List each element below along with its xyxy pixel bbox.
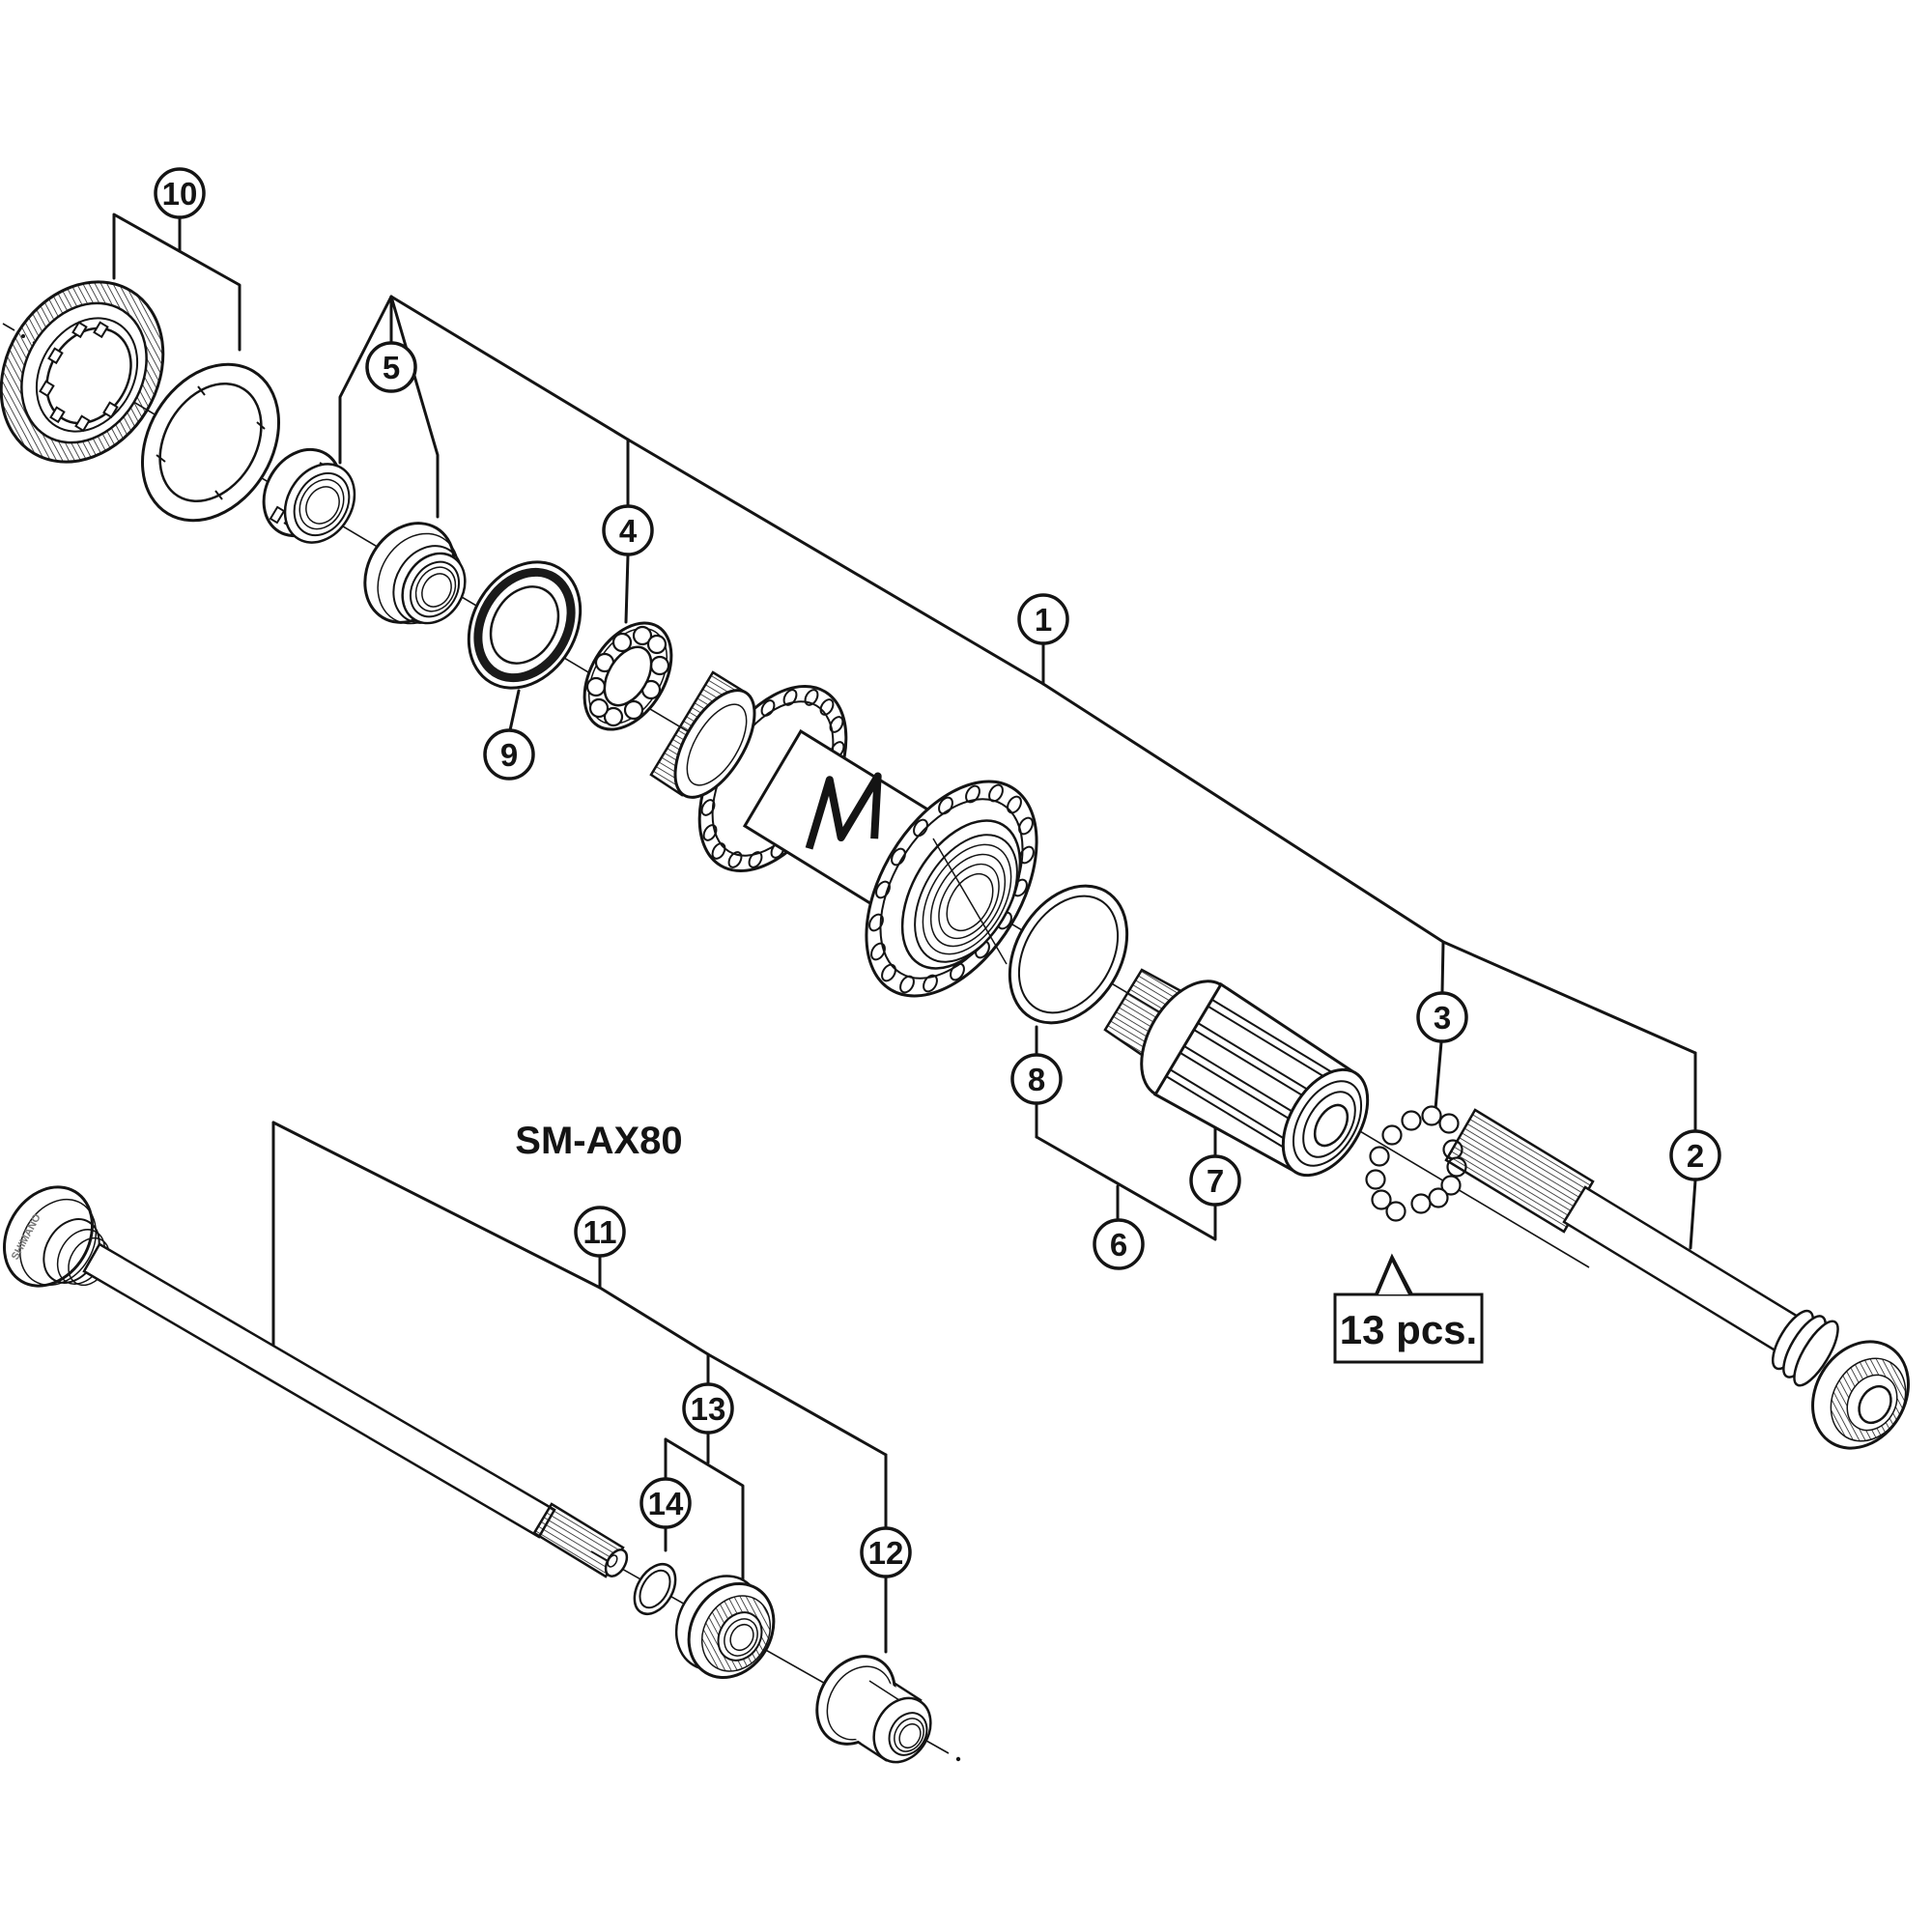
callout-leader-lines [112,213,1697,1654]
pieces-callout-box: 13 pcs. [1333,1253,1484,1364]
svg-text:3: 3 [1434,1000,1451,1036]
pieces-box [1333,1293,1484,1364]
svg-text:13: 13 [691,1391,726,1427]
seal-ring [467,560,582,690]
o-ring [1008,884,1129,1025]
spline-washer [140,362,281,523]
bracket-5 [338,295,440,519]
rear-axle-threads [1444,1108,1595,1234]
lockring-splines [39,321,119,433]
callout-13: 13 [682,1382,734,1435]
svg-text:10: 10 [162,176,198,212]
rear-axle [1444,1108,1910,1450]
leader-3-bottom [1434,1040,1443,1111]
leader-4-bottom [624,554,630,624]
serrated-nut [674,1575,776,1680]
callout-14: 14 [639,1477,692,1529]
callout-10: 10 [154,167,206,219]
callout-3: 3 [1416,991,1468,1043]
callout-7: 7 [1189,1154,1241,1207]
leader-2-bottom [1689,1179,1697,1250]
svg-text:7: 7 [1207,1163,1224,1199]
callout-6: 6 [1093,1218,1145,1270]
svg-text:14: 14 [648,1486,684,1521]
svg-text:9: 9 [500,737,518,773]
thru-axle-shaft [82,1242,556,1539]
thru-axle: SHIMANO [3,1185,629,1578]
svg-text:12: 12 [868,1535,904,1571]
svg-text:11: 11 [583,1214,617,1250]
svg-text:6: 6 [1110,1227,1127,1263]
locknut [363,522,467,625]
lockring [0,280,165,464]
leader-9 [508,689,521,732]
leader-3-top [1440,940,1445,994]
bracket-13-14 [664,1437,745,1582]
hub-logo [805,772,882,850]
svg-text:2: 2 [1687,1138,1704,1174]
callout-8: 8 [1010,1053,1063,1105]
cone-spacer [262,447,356,544]
bracket-11-12 [271,1121,888,1457]
svg-text:4: 4 [619,513,638,549]
hub-shell [649,670,1038,998]
svg-text:5: 5 [383,350,400,385]
freehub-body [1103,968,1370,1178]
callout-11: 11 [574,1206,626,1258]
svg-text:8: 8 [1028,1062,1045,1097]
pieces-label: 13 pcs. [1340,1307,1477,1352]
callout-9: 9 [483,728,535,781]
right-flange-spoke-holes [868,783,1035,994]
bracket-6 [1035,1135,1217,1241]
model-label: SM-AX80 [515,1120,682,1162]
hub-bore-threads [914,834,1018,965]
callout-5: 5 [365,341,417,393]
callout-2: 2 [1669,1129,1721,1181]
bracket-10 [112,213,242,352]
flange-nut [815,1655,932,1764]
thru-axle-threads [532,1502,625,1578]
svg-text:1: 1 [1035,602,1052,638]
bearing-retainer [582,621,673,731]
callout-1: 1 [1017,593,1069,645]
callout-4: 4 [602,504,654,556]
washer [633,1563,677,1615]
callout-12: 12 [860,1526,912,1578]
rear-axle-shaft [1562,1185,1802,1354]
